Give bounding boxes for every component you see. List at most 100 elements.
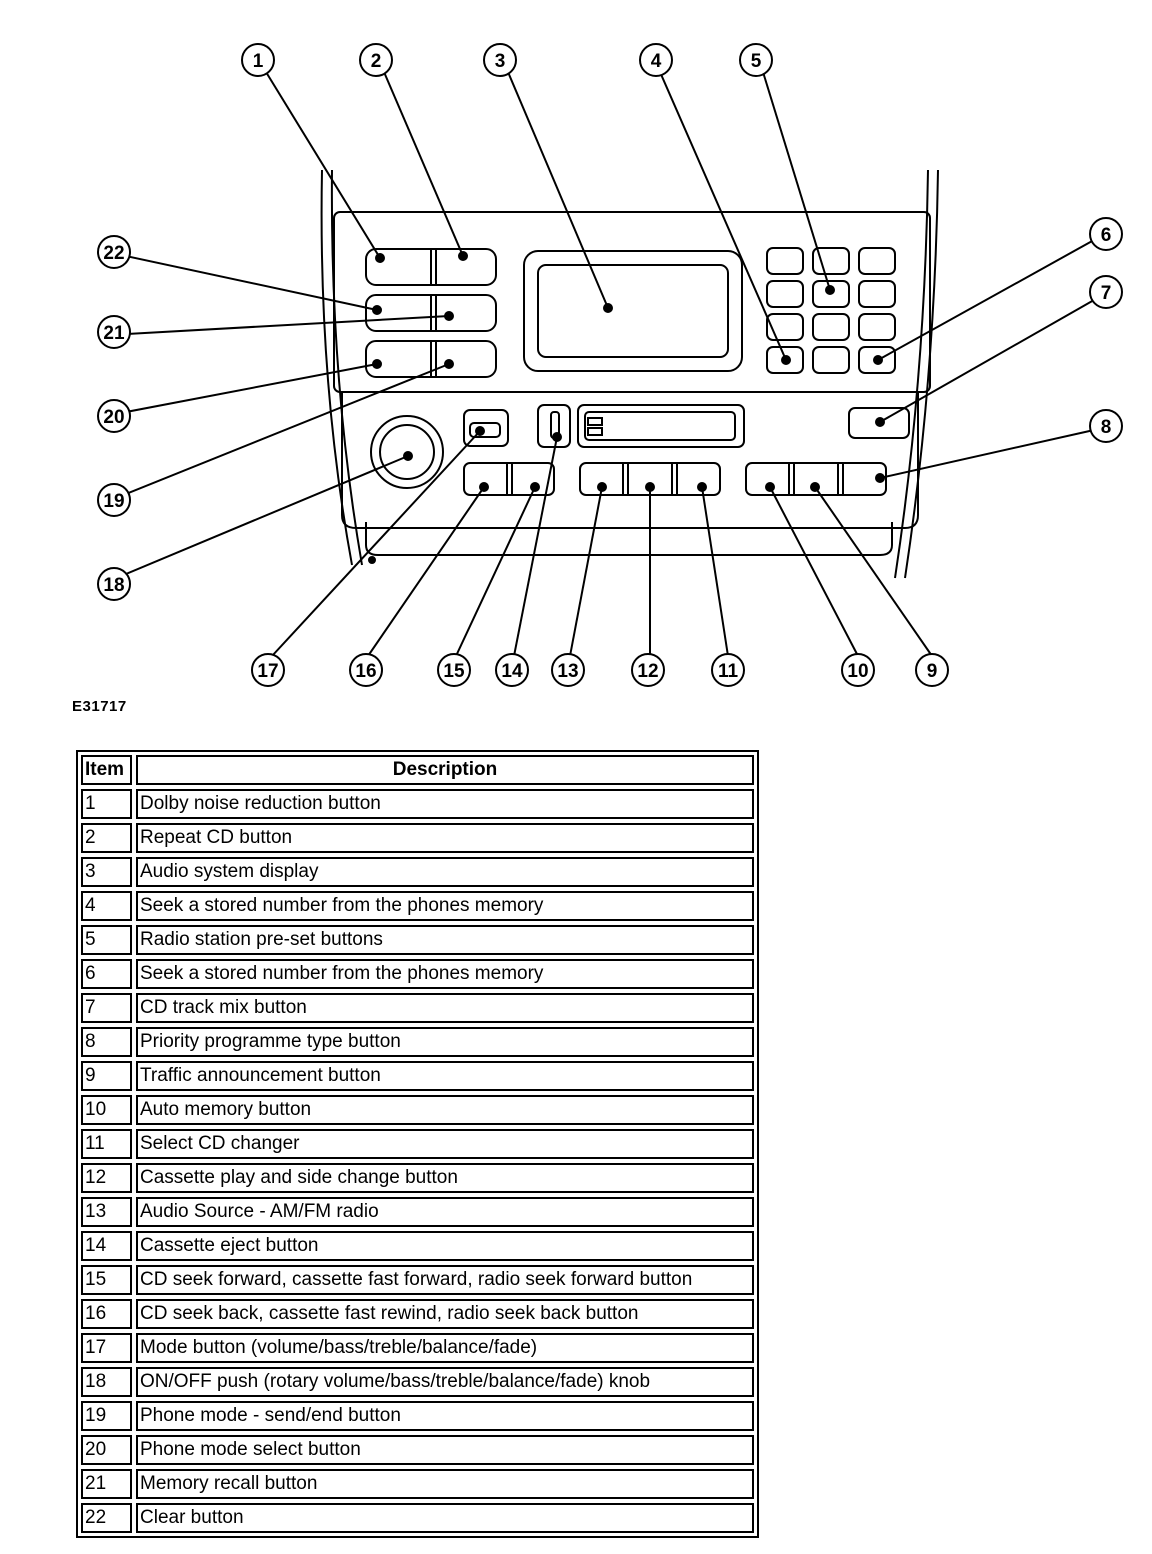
item-description: Priority programme type button — [136, 1027, 754, 1057]
item-description: Traffic announcement button — [136, 1061, 754, 1091]
item-number: 3 — [81, 857, 132, 887]
item-number: 11 — [81, 1129, 132, 1159]
item-description: Repeat CD button — [136, 823, 754, 853]
item-description: CD seek back, cassette fast rewind, radi… — [136, 1299, 754, 1329]
svg-text:22: 22 — [103, 243, 124, 264]
item-description: Memory recall button — [136, 1469, 754, 1499]
item-description: Seek a stored number from the phones mem… — [136, 891, 754, 921]
item-number: 10 — [81, 1095, 132, 1125]
item-description: CD seek forward, cassette fast forward, … — [136, 1265, 754, 1295]
item-number: 6 — [81, 959, 132, 989]
leader-lines — [125, 71, 1095, 657]
item-number: 2 — [81, 823, 132, 853]
item-description: Radio station pre-set buttons — [136, 925, 754, 955]
svg-text:7: 7 — [1101, 283, 1112, 304]
header-description: Description — [136, 755, 754, 785]
item-number: 21 — [81, 1469, 132, 1499]
item-number: 8 — [81, 1027, 132, 1057]
callout-14: 14 — [495, 653, 529, 687]
svg-text:15: 15 — [443, 661, 465, 682]
callout-9: 9 — [915, 653, 949, 687]
item-number: 1 — [81, 789, 132, 819]
svg-text:6: 6 — [1101, 225, 1112, 246]
item-description: Clear button — [136, 1503, 754, 1533]
item-number: 5 — [81, 925, 132, 955]
svg-text:4: 4 — [651, 51, 662, 72]
item-number: 7 — [81, 993, 132, 1023]
item-number: 19 — [81, 1401, 132, 1431]
item-description: Select CD changer — [136, 1129, 754, 1159]
callout-21: 21 — [97, 315, 131, 349]
panel-outline — [320, 169, 939, 579]
item-description: Audio system display — [136, 857, 754, 887]
item-description: Cassette play and side change button — [136, 1163, 754, 1193]
item-description: Seek a stored number from the phones mem… — [136, 959, 754, 989]
svg-text:12: 12 — [637, 661, 658, 682]
item-number: 17 — [81, 1333, 132, 1363]
item-number: 16 — [81, 1299, 132, 1329]
item-description: Phone mode select button — [136, 1435, 754, 1465]
svg-text:13: 13 — [557, 661, 578, 682]
svg-text:14: 14 — [501, 661, 523, 682]
callout-13: 13 — [551, 653, 585, 687]
callout-7: 7 — [1089, 275, 1123, 309]
item-number: 13 — [81, 1197, 132, 1227]
svg-text:20: 20 — [103, 407, 124, 428]
item-description: Cassette eject button — [136, 1231, 754, 1261]
svg-text:8: 8 — [1101, 417, 1112, 438]
callout-11: 11 — [711, 653, 745, 687]
item-number: 20 — [81, 1435, 132, 1465]
callout-18: 18 — [97, 567, 131, 601]
svg-text:16: 16 — [355, 661, 376, 682]
svg-text:19: 19 — [103, 491, 124, 512]
item-number: 22 — [81, 1503, 132, 1533]
svg-text:18: 18 — [103, 575, 124, 596]
item-number: 4 — [81, 891, 132, 921]
svg-text:17: 17 — [257, 661, 278, 682]
callout-1: 1 — [241, 43, 275, 77]
item-description: CD track mix button — [136, 993, 754, 1023]
callout-22: 22 — [97, 235, 131, 269]
svg-text:10: 10 — [847, 661, 868, 682]
callout-4: 4 — [639, 43, 673, 77]
callout-15: 15 — [437, 653, 471, 687]
svg-text:5: 5 — [751, 51, 762, 72]
item-description: Audio Source - AM/FM radio — [136, 1197, 754, 1227]
callout-8: 8 — [1089, 409, 1123, 443]
item-description: Auto memory button — [136, 1095, 754, 1125]
svg-text:1: 1 — [253, 51, 264, 72]
callout-5: 5 — [739, 43, 773, 77]
item-description: Mode button (volume/bass/treble/balance/… — [136, 1333, 754, 1363]
item-number: 12 — [81, 1163, 132, 1193]
item-number: 14 — [81, 1231, 132, 1261]
item-description: Phone mode - send/end button — [136, 1401, 754, 1431]
svg-text:2: 2 — [371, 51, 382, 72]
item-number: 9 — [81, 1061, 132, 1091]
callout-10: 10 — [841, 653, 875, 687]
callout-3: 3 — [483, 43, 517, 77]
svg-text:21: 21 — [103, 323, 125, 344]
item-number: 15 — [81, 1265, 132, 1295]
callout-19: 19 — [97, 483, 131, 517]
